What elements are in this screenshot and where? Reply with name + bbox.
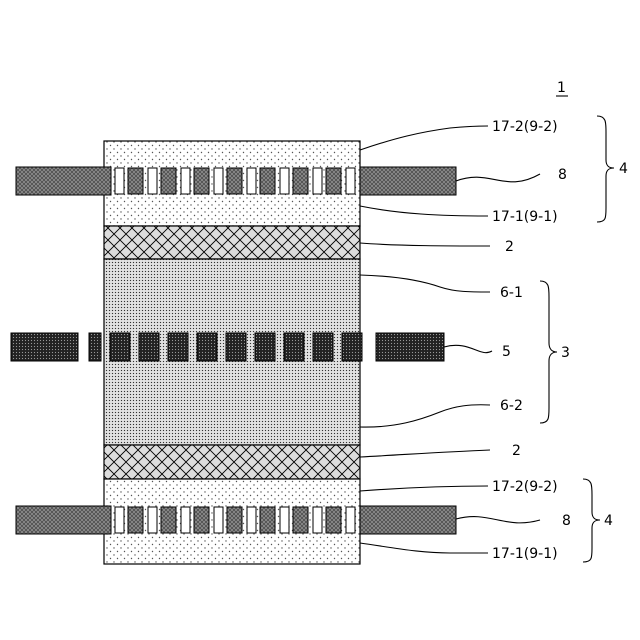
- center-tab-segment: [110, 333, 130, 361]
- upper-left-tab: [16, 167, 111, 195]
- leader-center-lower: [360, 405, 490, 427]
- upper-open-slot: [247, 168, 256, 194]
- center-tab-segment: [197, 333, 217, 361]
- center-tab-segment: [255, 333, 275, 361]
- lower-open-slot: [280, 507, 289, 533]
- lower-open-slot: [115, 507, 124, 533]
- center-right-tab: [376, 333, 444, 361]
- lower-group-brace: [583, 479, 600, 562]
- label-center-upper-layer: 6-1: [500, 285, 523, 301]
- lower-hatched-slot: [260, 507, 275, 533]
- upper-open-slot: [280, 168, 289, 194]
- leader-lower-separator: [360, 450, 490, 457]
- lower-hatched-slot: [194, 507, 209, 533]
- label-center-group: 3: [561, 345, 570, 361]
- upper-hatched-slot: [227, 168, 242, 194]
- upper-hatched-slot: [260, 168, 275, 194]
- center-tab-segment: [284, 333, 304, 361]
- lower-hatched-slot: [161, 507, 176, 533]
- upper-electrode-group: [16, 141, 456, 226]
- leader-upper-tab: [456, 174, 540, 182]
- center-tab-segment-row: [89, 333, 362, 361]
- upper-open-slot: [346, 168, 355, 194]
- lower-open-slot: [148, 507, 157, 533]
- upper-hatched-slot: [194, 168, 209, 194]
- lower-hatched-slot: [326, 507, 341, 533]
- leader-upper-separator: [360, 243, 490, 246]
- upper-open-slot: [115, 168, 124, 194]
- upper-open-slot: [214, 168, 223, 194]
- leader-lower-tab: [456, 517, 540, 523]
- lower-open-slot: [313, 507, 322, 533]
- label-lower-outer-layer: 17-1(9-1): [492, 546, 558, 562]
- upper-hatched-slot: [161, 168, 176, 194]
- label-upper-outer-layer: 17-2(9-2): [492, 119, 558, 135]
- label-center-tab: 5: [502, 344, 511, 360]
- center-tab-segment: [168, 333, 188, 361]
- label-upper-separator: 2: [505, 239, 514, 255]
- center-tab-segment: [313, 333, 333, 361]
- upper-open-slot: [181, 168, 190, 194]
- center-tab-segment: [226, 333, 246, 361]
- label-upper-group: 4: [619, 161, 628, 177]
- center-left-tab: [11, 333, 78, 361]
- lower-open-slot: [247, 507, 256, 533]
- upper-open-slot: [148, 168, 157, 194]
- lower-open-slot: [214, 507, 223, 533]
- leader-upper-outer: [360, 126, 488, 150]
- upper-hatched-slot: [326, 168, 341, 194]
- label-upper-tab: 8: [558, 167, 567, 183]
- label-upper-inner-layer: 17-1(9-1): [492, 209, 558, 225]
- upper-open-slot: [313, 168, 322, 194]
- lower-separator: [104, 445, 360, 479]
- lower-hatched-slot: [293, 507, 308, 533]
- upper-right-tab: [360, 167, 456, 195]
- center-tab-segment: [342, 333, 362, 361]
- center-tab-segment: [89, 333, 101, 361]
- leader-center-tab: [444, 345, 492, 352]
- label-center-lower-layer: 6-2: [500, 398, 523, 414]
- lower-open-slot: [181, 507, 190, 533]
- upper-separator: [104, 226, 360, 259]
- label-lower-group: 4: [604, 513, 613, 529]
- center-tab-segment: [139, 333, 159, 361]
- upper-slot-row: [115, 168, 355, 194]
- label-lower-inner-layer: 17-2(9-2): [492, 479, 558, 495]
- leader-lower-outer: [360, 543, 488, 553]
- lower-electrode-group: [16, 479, 456, 564]
- lower-slot-row: [115, 507, 355, 533]
- upper-hatched-slot: [128, 168, 143, 194]
- leader-lower-inner: [360, 486, 488, 491]
- lower-hatched-slot: [227, 507, 242, 533]
- center-electrode-group: [11, 259, 444, 445]
- labels: 1 17-2(9-2) 8 17-1(9-1) 4 2 6-1 5 3 6-2 …: [492, 80, 628, 562]
- label-lower-separator: 2: [512, 443, 521, 459]
- upper-group-brace: [597, 116, 614, 222]
- leader-center-upper: [360, 275, 490, 292]
- braces: [540, 116, 614, 562]
- figure-number: 1: [557, 80, 566, 96]
- lower-left-tab: [16, 506, 111, 534]
- center-group-brace: [540, 281, 557, 423]
- lower-open-slot: [346, 507, 355, 533]
- leader-upper-inner: [360, 206, 488, 216]
- upper-hatched-slot: [293, 168, 308, 194]
- lower-right-tab: [360, 506, 456, 534]
- lower-hatched-slot: [128, 507, 143, 533]
- label-lower-tab: 8: [562, 513, 571, 529]
